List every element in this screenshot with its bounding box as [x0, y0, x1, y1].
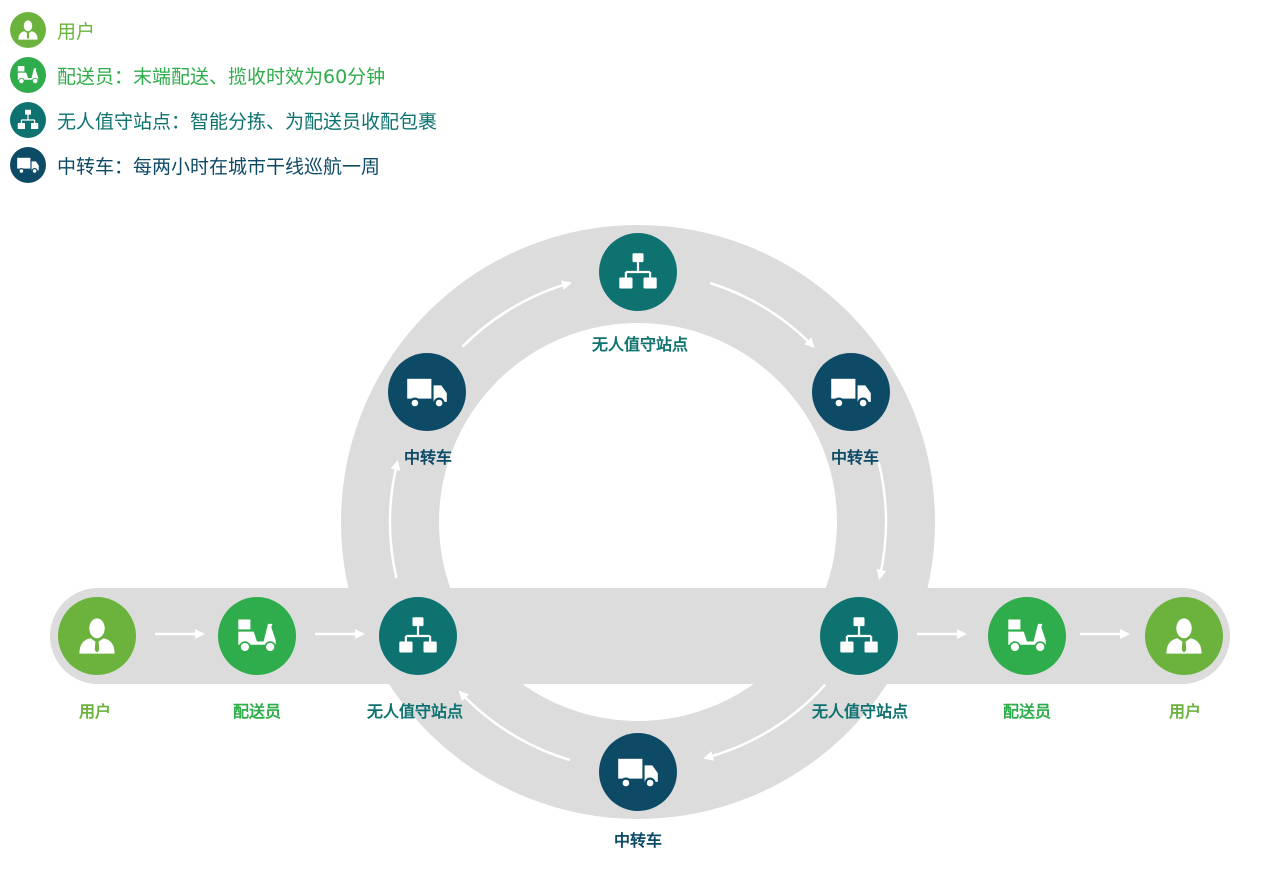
legend-item-user: 用户 — [10, 12, 95, 48]
label-station-top: 无人值守站点 — [591, 335, 689, 354]
label-user-right: 用户 — [1168, 702, 1202, 721]
label-truck-left: 中转车 — [403, 448, 453, 467]
node-user-right — [1145, 597, 1223, 675]
horizontal-band — [50, 588, 1230, 684]
node-truck-right — [812, 353, 890, 431]
node-truck-left — [388, 353, 466, 431]
node-user-left — [58, 597, 136, 675]
legend-text: 用户 — [57, 20, 96, 43]
hierarchy-icon — [10, 102, 46, 138]
label-user-left: 用户 — [78, 702, 112, 721]
arc-arrow-3 — [709, 281, 815, 349]
legend-text: 配送员：末端配送、揽收时效为60分钟 — [57, 65, 386, 88]
node-truck-bottom — [599, 733, 677, 811]
label-rider-right: 配送员 — [1002, 702, 1052, 721]
node-station-top — [599, 233, 677, 311]
node-station-left — [379, 597, 457, 675]
arc-arrow-6 — [458, 690, 571, 762]
node-station-right — [820, 597, 898, 675]
arc-arrow-2 — [461, 280, 572, 348]
scooter-icon — [10, 57, 46, 93]
legend-text: 无人值守站点：智能分拣、为配送员收配包裹 — [57, 110, 438, 133]
label-station-left: 无人值守站点 — [366, 702, 464, 721]
truck-icon — [10, 147, 46, 183]
node-rider-left — [218, 597, 296, 675]
legend-item-rider: 配送员：末端配送、揽收时效为60分钟 — [10, 57, 385, 93]
legend-item-truck: 中转车：每两小时在城市干线巡航一周 — [10, 147, 380, 183]
arc-arrow-4 — [876, 461, 888, 580]
node-rider-right — [988, 597, 1066, 675]
label-truck-bottom: 中转车 — [613, 831, 663, 850]
arc-arrow-5 — [703, 683, 827, 761]
legend-item-station: 无人值守站点：智能分拣、为配送员收配包裹 — [10, 102, 437, 138]
label-truck-right: 中转车 — [830, 448, 880, 467]
label-rider-left: 配送员 — [232, 702, 282, 721]
user-icon — [10, 12, 46, 48]
legend-text: 中转车：每两小时在城市干线巡航一周 — [57, 155, 381, 178]
label-station-right: 无人值守站点 — [811, 702, 909, 721]
arc-arrow-1 — [388, 460, 401, 579]
